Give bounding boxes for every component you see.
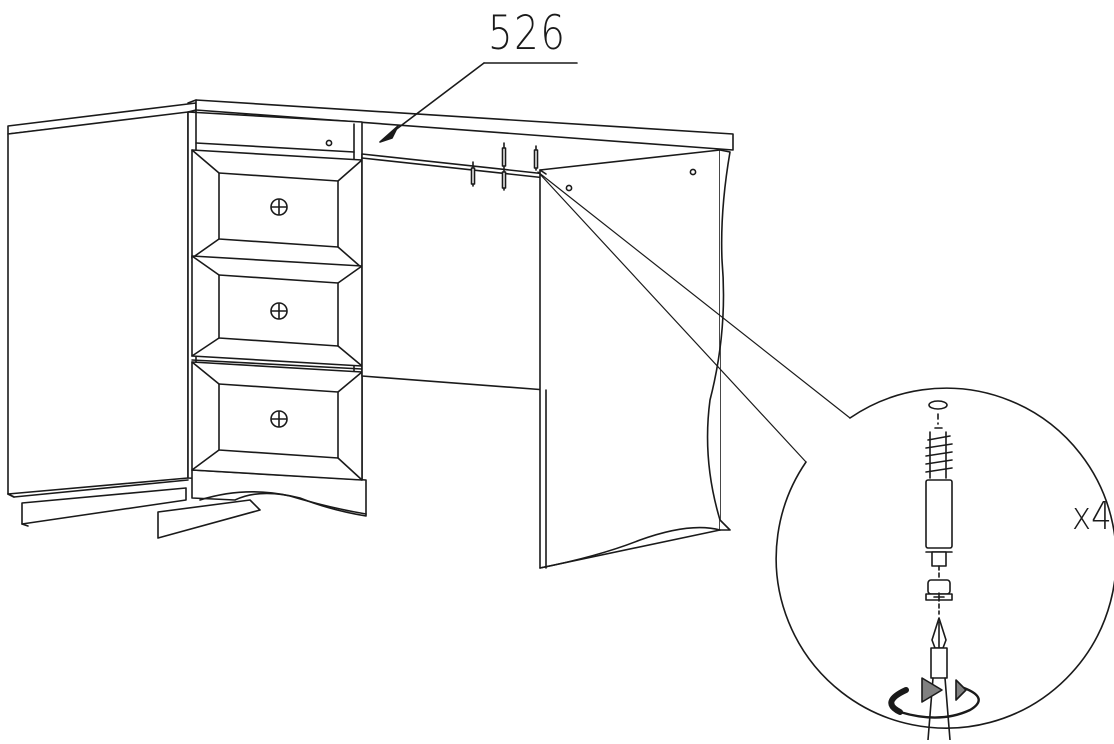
desktop-top <box>187 99 734 151</box>
cam-hole-icon <box>325 139 333 147</box>
zoom-lines <box>537 171 851 463</box>
drawer-1 <box>191 149 363 272</box>
screw-cap-icon <box>925 579 953 602</box>
drawer-knob-icon <box>270 198 288 216</box>
cam-hole-icon <box>565 184 573 192</box>
drawer-3 <box>191 361 363 481</box>
confirmat-screw-icon <box>925 427 953 579</box>
confirmat-screw-icon <box>470 142 539 191</box>
back-panel-526 <box>361 142 547 391</box>
quantity-label: x4 <box>1072 494 1112 538</box>
rotate-clockwise-icon <box>888 677 980 719</box>
detail-circle <box>775 387 1114 741</box>
drawer-knob-icon <box>270 410 288 428</box>
part-number-label: 526 <box>488 6 567 61</box>
drawer-knob-icon <box>270 302 288 320</box>
cam-hole-icon <box>689 168 697 176</box>
right-side-panel <box>539 149 731 569</box>
screwdriver-icon <box>927 617 951 741</box>
left-side-panel <box>7 102 261 539</box>
drawer-2 <box>191 255 363 370</box>
part-callout <box>379 62 578 143</box>
